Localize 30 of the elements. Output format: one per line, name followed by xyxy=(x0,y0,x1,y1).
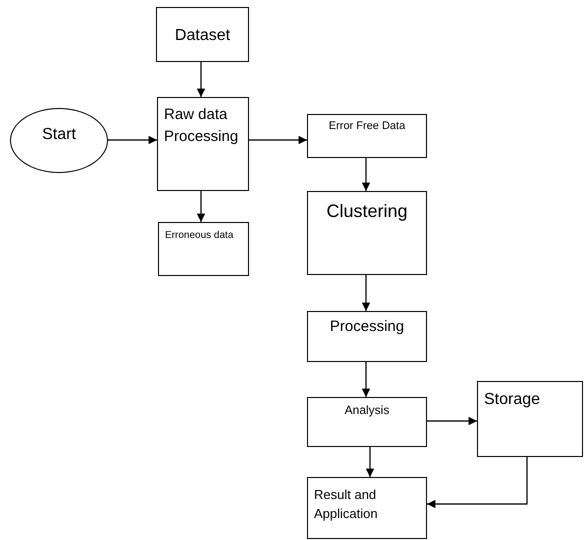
node-label: Dataset xyxy=(174,26,230,46)
node-label: Analysis xyxy=(344,402,390,419)
process-box xyxy=(307,191,427,275)
process-box xyxy=(307,477,427,539)
arrow xyxy=(362,275,370,311)
arrow xyxy=(362,362,370,397)
arrow xyxy=(249,136,307,144)
arrow xyxy=(108,136,157,144)
arrow xyxy=(362,158,370,191)
arrow xyxy=(427,416,477,426)
arrow xyxy=(196,191,206,222)
arrow xyxy=(196,62,206,97)
process-box xyxy=(156,7,249,62)
node-label: Error Free Data xyxy=(328,119,406,134)
node-label: Result and Application xyxy=(314,486,379,523)
arrow xyxy=(366,447,374,477)
process-box xyxy=(158,222,249,276)
node-label: Clustering xyxy=(326,200,408,223)
node-label: Erroneous data xyxy=(165,229,234,243)
node-label: Processing xyxy=(330,317,404,337)
process-box xyxy=(477,381,583,457)
arrow xyxy=(427,457,528,508)
process-box xyxy=(157,97,249,191)
node-label: Start xyxy=(42,125,76,145)
process-box xyxy=(307,114,427,158)
process-box xyxy=(307,397,427,447)
node-label: Storage xyxy=(484,390,540,410)
start-ellipse xyxy=(10,108,108,173)
process-box xyxy=(307,311,427,362)
node-label: Raw data Processing xyxy=(164,105,240,147)
